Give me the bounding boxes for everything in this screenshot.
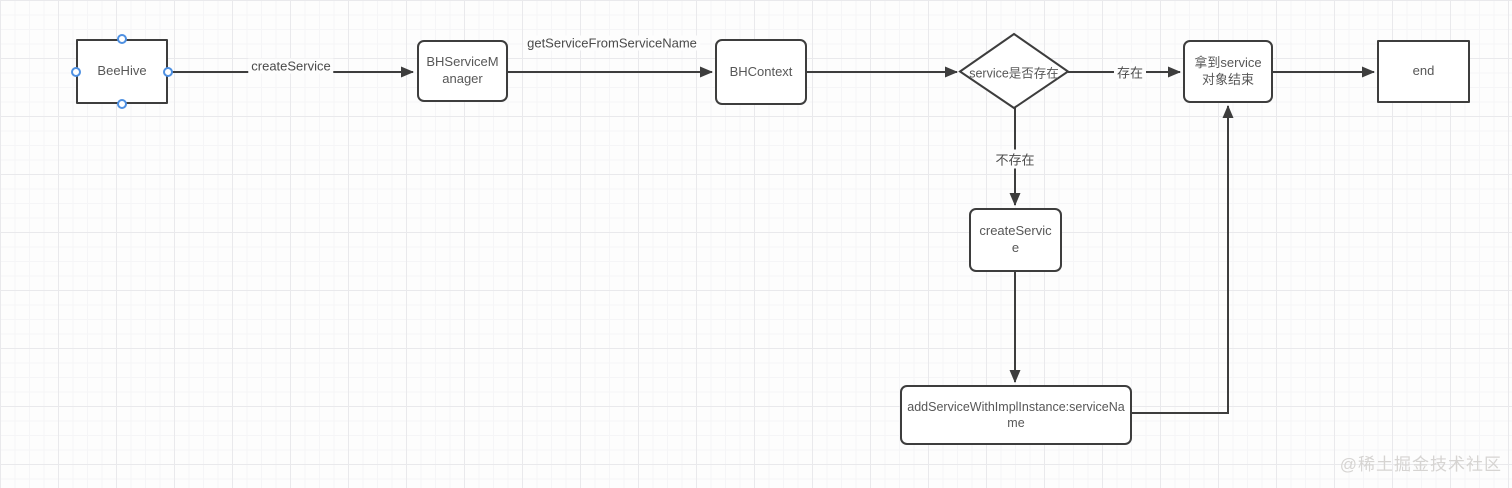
edge-label-not-exists: 不存在	[992, 149, 1038, 169]
node-createservice-label: createServic e	[979, 223, 1052, 255]
decision-node-shape[interactable]	[958, 32, 1070, 110]
edge-label-getservicefromservicename: getServiceFromServiceName	[524, 35, 700, 51]
node-bhservicemanager-label: BHServiceM anager	[426, 54, 499, 86]
decision-node-label: service是否存在	[969, 66, 1059, 81]
node-beehive[interactable]: BeeHive	[76, 39, 168, 104]
selection-handle-right[interactable]	[163, 66, 173, 77]
edge-label-exists: 存在	[1113, 62, 1147, 82]
selection-handle-top[interactable]	[117, 34, 127, 44]
node-bhservicemanager[interactable]: BHServiceM anager	[417, 40, 508, 102]
node-end[interactable]: end	[1377, 40, 1470, 103]
selection-handle-bottom[interactable]	[117, 99, 127, 109]
node-bhcontext[interactable]: BHContext	[715, 39, 807, 105]
node-beehive-label: BeeHive	[97, 63, 147, 79]
node-got-service-label: 拿到service 对象结束	[1194, 54, 1262, 87]
selection-handle-left[interactable]	[71, 66, 81, 77]
node-got-service[interactable]: 拿到service 对象结束	[1183, 40, 1273, 103]
node-addservice-label: addServiceWithImplInstance:serviceNa me	[907, 399, 1125, 430]
node-addservice[interactable]: addServiceWithImplInstance:serviceNa me	[900, 385, 1132, 445]
edge-addservice-to-gotservice[interactable]	[1132, 105, 1234, 414]
edge-label-createservice: createService	[248, 58, 334, 74]
node-end-label: end	[1412, 63, 1435, 79]
node-bhcontext-label: BHContext	[729, 63, 793, 79]
node-createservice[interactable]: createServic e	[969, 208, 1062, 272]
watermark: @稀土掘金技术社区	[1339, 455, 1502, 474]
